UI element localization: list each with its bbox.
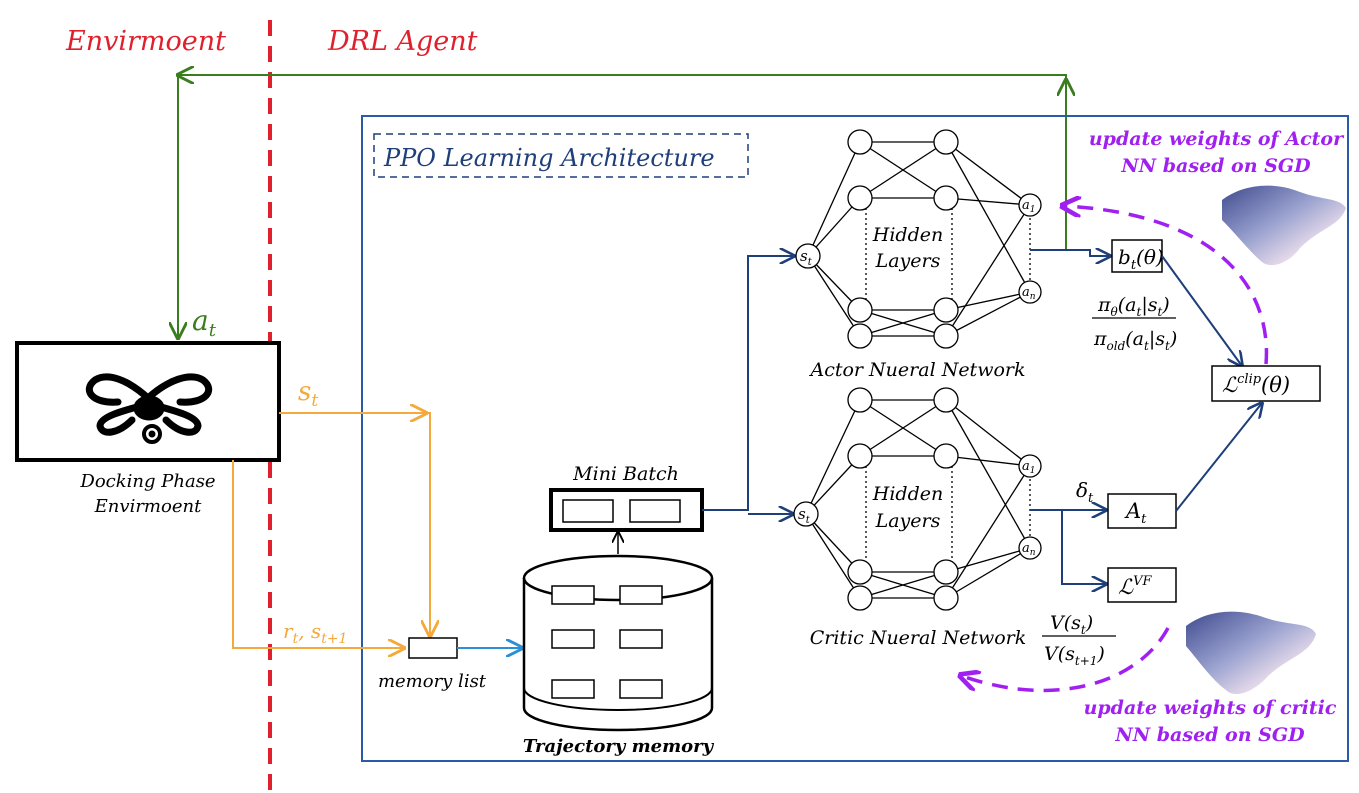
drone-icon — [85, 373, 213, 444]
actor-node-an: an — [1022, 285, 1036, 302]
mini-batch-slot-1 — [562, 499, 614, 523]
delta-label: δt — [1076, 478, 1094, 506]
state-arrow — [279, 412, 430, 636]
bt-to-lclip-arrow — [1161, 255, 1242, 366]
action-a-t: at — [192, 304, 217, 341]
At-label: At — [1124, 499, 1147, 527]
pi-theta: πθ(at|st) — [1097, 294, 1170, 319]
reward-label: rt, st+1 — [283, 619, 347, 647]
v-num: V(st) — [1050, 612, 1093, 637]
docking-label-2: Envirmoent — [94, 496, 202, 517]
ppo-title-box — [373, 133, 749, 178]
actor-update-label-2: NN based on SGD — [1120, 155, 1311, 177]
memory-list-label: memory list — [378, 671, 487, 692]
bt-box — [1111, 239, 1163, 273]
memory-list-box — [408, 637, 458, 659]
critic-update-label-2: NN based on SGD — [1114, 724, 1305, 746]
actor-to-bt-arrow — [1030, 250, 1110, 256]
critic-network — [793, 387, 1042, 611]
minibatch-to-actor-arrow — [702, 256, 794, 511]
actor-network-label: Actor Nueral Network — [809, 359, 1026, 381]
state-s-t: st — [298, 377, 318, 411]
ppo-frame — [361, 115, 1349, 762]
critic-node-an: an — [1022, 541, 1036, 558]
trajectory-memory-slots — [551, 585, 663, 699]
agent-label: DRL Agent — [327, 26, 478, 57]
loss-landscape-bottom — [1186, 611, 1316, 695]
docking-label-1: Docking Phase — [79, 471, 215, 492]
actor-hidden-label: Hidden — [872, 224, 943, 246]
actor-layers-label: Layers — [875, 250, 941, 272]
critic-layers-label: Layers — [875, 510, 941, 532]
critic-update-label-1: update weights of critic — [1084, 697, 1337, 719]
critic-hidden-label: Hidden — [872, 483, 943, 505]
critic-network-label: Critic Nueral Network — [810, 627, 1027, 649]
reward-arrow — [232, 460, 404, 648]
actor-network — [795, 129, 1042, 349]
lclip-label: ℒclip(θ) — [1222, 372, 1290, 397]
mini-batch-label: Mini Batch — [572, 463, 679, 485]
actor-update-arrow — [1064, 206, 1269, 365]
pi-old: πold(at|st) — [1093, 328, 1177, 353]
At-to-lclip-arrow — [1175, 403, 1262, 512]
lvf-label: ℒVF — [1118, 574, 1153, 599]
critic-node-a1: a1 — [1022, 459, 1036, 476]
environment-label: Envirmoent — [65, 26, 226, 57]
ppo-title: PPO Learning Architecture — [383, 144, 715, 172]
critic-node-s: st — [798, 505, 811, 526]
lvf-box — [1107, 567, 1177, 603]
critic-update-arrow — [962, 627, 1170, 693]
loss-landscape-top — [1222, 185, 1346, 266]
critic-to-lvf-arrow — [1061, 510, 1106, 584]
lclip-box — [1211, 365, 1321, 402]
action-feedback-arrow — [178, 75, 1067, 250]
trajectory-memory-label: Trajectory memory — [523, 736, 715, 757]
bt-label: bt(θ) — [1118, 245, 1164, 273]
v-den: V(st+1) — [1044, 643, 1105, 668]
actor-node-a1: a1 — [1022, 198, 1036, 215]
actor-node-s: st — [800, 247, 813, 268]
actor-update-label-1: update weights of Actor — [1089, 128, 1345, 150]
mini-batch-slot-2 — [629, 499, 681, 523]
